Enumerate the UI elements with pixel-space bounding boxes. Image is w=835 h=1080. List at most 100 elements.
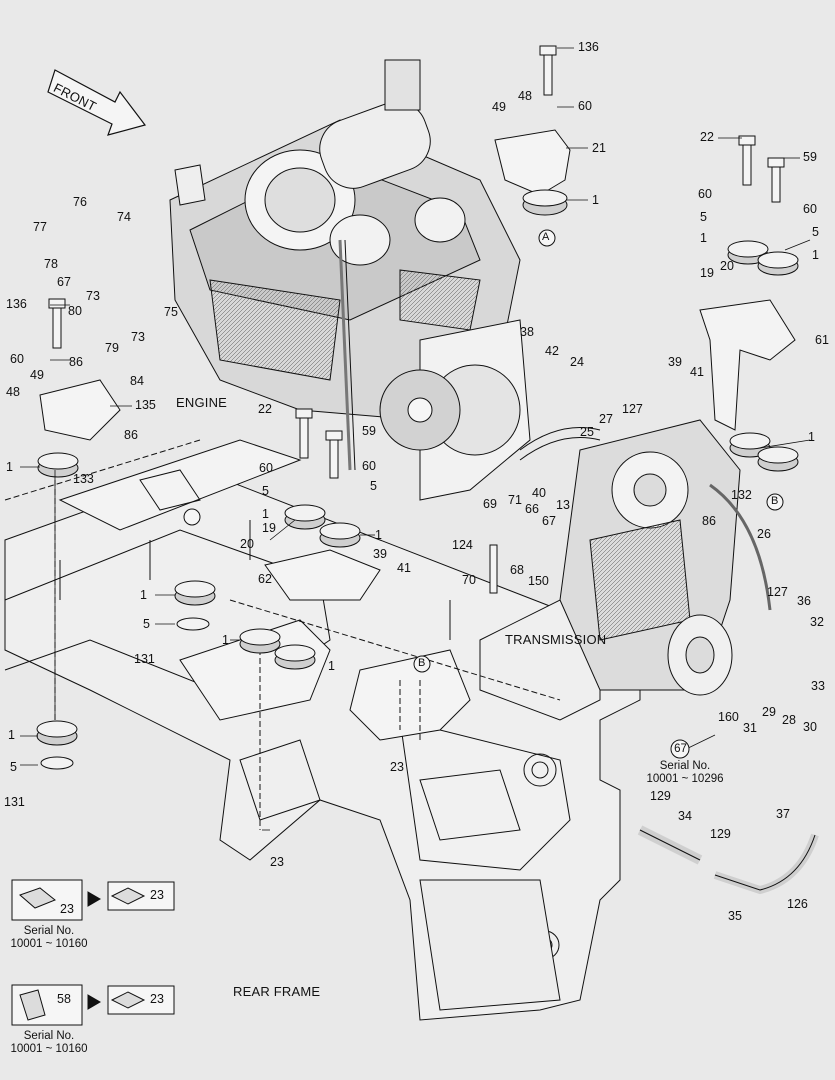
callout-b-center: B [418, 657, 426, 669]
callout-70: 70 [462, 573, 476, 587]
callout-60-left: 60 [10, 352, 24, 366]
callout-129-a: 129 [650, 789, 671, 803]
callout-75: 75 [164, 305, 178, 319]
callout-5-left-b: 5 [10, 760, 17, 774]
callout-86-left-a: 86 [69, 355, 83, 369]
callout-84: 84 [130, 374, 144, 388]
callout-136-left: 136 [6, 297, 27, 311]
callout-39-right: 39 [668, 355, 682, 369]
callout-21: 21 [592, 141, 606, 155]
rear-frame-drawing [4, 439, 641, 1021]
callout-124: 124 [452, 538, 473, 552]
bolts [48, 45, 785, 594]
callout-1-center-d: 1 [328, 659, 335, 673]
serial-note-line1: Serial No. [659, 760, 711, 772]
flywheel-housing [379, 319, 531, 501]
callout-74: 74 [117, 210, 131, 224]
callout-41-center: 41 [397, 561, 411, 575]
callout-5-center-b: 5 [370, 479, 377, 493]
callout-150: 150 [528, 574, 549, 588]
callout-160: 160 [718, 710, 739, 724]
callout-1-center-a: 1 [262, 507, 269, 521]
callout-86-left-b: 86 [124, 428, 138, 442]
callout-60-center-a: 60 [259, 461, 273, 475]
callout-80: 80 [68, 304, 82, 318]
callout-131-b: 131 [4, 795, 25, 809]
callout-42: 42 [545, 344, 559, 358]
inset2-serial-line1: Serial No. [23, 1030, 75, 1042]
callout-67-left: 67 [57, 275, 71, 289]
callout-26: 26 [757, 527, 771, 541]
callout-73-b: 73 [131, 330, 145, 344]
callout-133: 133 [73, 472, 94, 486]
callout-76: 76 [73, 195, 87, 209]
callout-60-right-a: 60 [698, 187, 712, 201]
callout-49-top: 49 [492, 100, 506, 114]
callout-73-a: 73 [86, 289, 100, 303]
callout-5-right-a: 5 [700, 210, 707, 224]
mounts [36, 129, 799, 770]
callout-1-right-c: 1 [808, 430, 815, 444]
callout-1-right-b: 1 [812, 248, 819, 262]
callout-5-center-a: 5 [262, 484, 269, 498]
inset2-serial-line2: 10001 ~ 10160 [10, 1043, 88, 1055]
callout-131-a: 131 [134, 652, 155, 666]
callout-68: 68 [510, 563, 524, 577]
callout-41-right: 41 [690, 365, 704, 379]
callout-61: 61 [815, 333, 829, 347]
inset1-serial-line1: Serial No. [23, 925, 75, 937]
inset2-part-right: 23 [150, 992, 164, 1006]
callout-1-left-c: 1 [8, 728, 15, 742]
callout-1-center-c: 1 [222, 633, 229, 647]
callout-30: 30 [803, 720, 817, 734]
transmission-label: TRANSMISSION [505, 632, 607, 647]
callout-1-center-b: 1 [375, 528, 382, 542]
callout-20-right: 20 [720, 259, 734, 273]
hoses [637, 483, 819, 895]
callout-22-center: 22 [258, 402, 272, 416]
inset1-serial-line2: 10001 ~ 10160 [10, 938, 88, 950]
callout-25: 25 [580, 425, 594, 439]
callout-126: 126 [787, 897, 808, 911]
callout-20-center: 20 [240, 537, 254, 551]
callout-78: 78 [44, 257, 58, 271]
callout-39-center: 39 [373, 547, 387, 561]
callout-22-right: 22 [700, 130, 714, 144]
callout-79: 79 [105, 341, 119, 355]
callout-28: 28 [782, 713, 796, 727]
callout-1-right-a: 1 [700, 231, 707, 245]
callout-33: 33 [811, 679, 825, 693]
callout-59-center: 59 [362, 424, 376, 438]
callout-5-right-b: 5 [812, 225, 819, 239]
callout-48-left: 48 [6, 385, 20, 399]
callout-48-top: 48 [518, 89, 532, 103]
rear-frame-label: REAR FRAME [233, 984, 321, 999]
callout-1-top: 1 [592, 193, 599, 207]
inset1-part-right: 23 [150, 888, 164, 902]
callout-69: 69 [483, 497, 497, 511]
callout-34: 34 [678, 809, 692, 823]
callout-19-center: 19 [262, 521, 276, 535]
transmission-drawing [519, 419, 741, 696]
callout-132: 132 [731, 488, 752, 502]
callout-49-left: 49 [30, 368, 44, 382]
inset1-part-left: 23 [60, 902, 74, 916]
serial-note-line2: 10001 ~ 10296 [646, 773, 724, 785]
callout-129-b: 129 [710, 827, 731, 841]
inset-drawings [11, 879, 175, 1026]
callout-135: 135 [135, 398, 156, 412]
callout-13: 13 [556, 498, 570, 512]
callout-86-right: 86 [702, 514, 716, 528]
callout-1-left-b: 1 [140, 588, 147, 602]
callout-127-bottom: 127 [767, 585, 788, 599]
callout-35: 35 [728, 909, 742, 923]
callout-60-right-b: 60 [803, 202, 817, 216]
callout-1-left-a: 1 [6, 460, 13, 474]
callout-19-right: 19 [700, 266, 714, 280]
callout-127-top: 127 [622, 402, 643, 416]
callout-60-top: 60 [578, 99, 592, 113]
serial-note-circle-67: 67 [674, 743, 687, 755]
front-arrow [47, 69, 147, 136]
callout-38: 38 [520, 325, 534, 339]
